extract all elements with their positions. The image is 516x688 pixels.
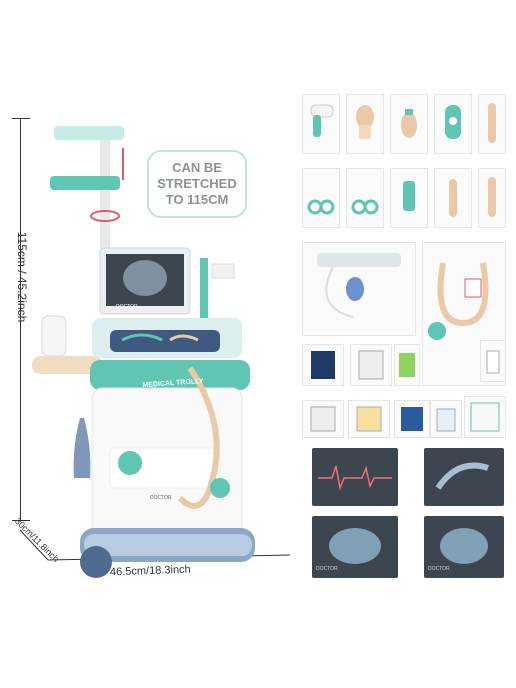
thermometer-gun-tile [302, 94, 340, 154]
callout-line-2: STRETCHED [157, 176, 237, 191]
xray-brand-chest: DOCTOR [428, 566, 450, 572]
blood-pressure-cuff-tile [302, 242, 416, 336]
monitor-brand-label: DOCTOR [116, 304, 138, 310]
base-brand-label: DOCTOR [150, 495, 172, 501]
pack-2-tile [348, 400, 390, 438]
scanner-tile [434, 94, 472, 154]
xray-brand-pelvis: DOCTOR [316, 566, 338, 572]
height-dimension-label: 115cm / 45.2inch [15, 231, 29, 323]
spatula-tile [478, 168, 506, 228]
callout-line-1: CAN BE [172, 160, 222, 175]
xray-card-pelvis: DOCTOR [312, 516, 398, 578]
pill-box-tile [394, 344, 420, 386]
otoscope-tile [346, 94, 384, 154]
pack-3-tile [394, 400, 430, 438]
xray-card-ecg [312, 448, 398, 506]
accessory-grid: DOCTOR DOCTOR [298, 92, 508, 602]
height-dimension-line [20, 118, 21, 520]
medical-trolley-image [32, 126, 255, 578]
callout-line-3: TO 115CM [165, 192, 229, 207]
jar-tile [430, 400, 462, 438]
tongue-depressor-tile [478, 94, 506, 154]
injector-tile [434, 168, 472, 228]
doctor-pack-tile [464, 396, 506, 438]
xray-card-hand [424, 448, 504, 506]
scissors-tile [302, 168, 340, 228]
reflex-hammer-tile [390, 94, 428, 154]
forceps-tile [346, 168, 384, 228]
bottle-tile [480, 340, 506, 382]
xray-card-chest: DOCTOR [424, 516, 504, 578]
calendar-box-tile [302, 344, 344, 386]
height-dimension-tick-bottom [12, 520, 30, 521]
pack-1-tile [302, 400, 344, 438]
syringe-tile [390, 168, 428, 228]
height-dimension-tick-top [12, 118, 30, 119]
medicine-box-tile [350, 344, 392, 386]
stretch-callout: CAN BE STRETCHED TO 115CM [147, 150, 247, 218]
